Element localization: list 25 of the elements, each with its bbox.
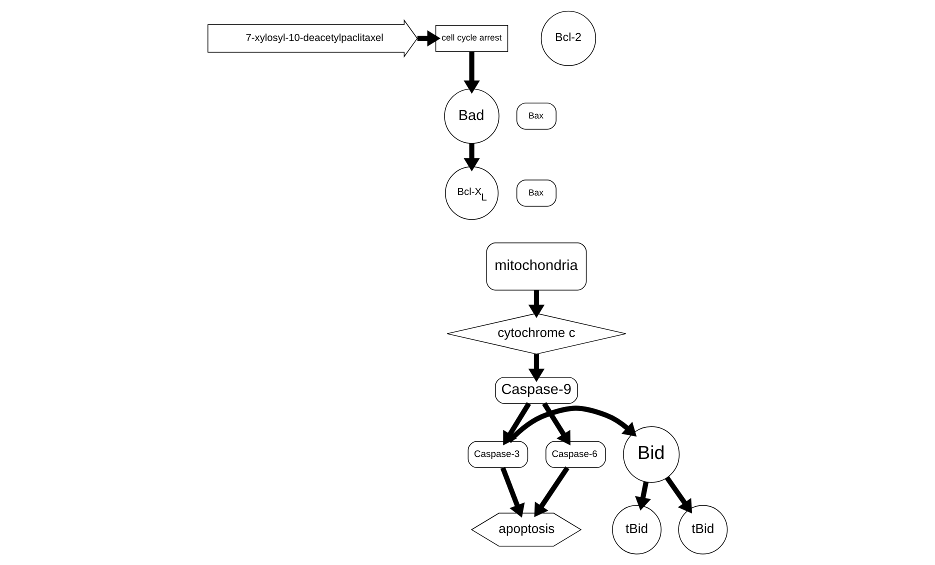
node-box: cell cycle arrest bbox=[435, 24, 508, 52]
node-box: Caspase-6 bbox=[546, 441, 606, 468]
arrow bbox=[500, 466, 525, 518]
arrow bbox=[417, 30, 441, 47]
node-circle: tBid bbox=[678, 504, 728, 554]
arrow bbox=[664, 476, 692, 514]
arrow bbox=[464, 144, 480, 172]
arrow bbox=[507, 406, 637, 444]
node-circle: Bad bbox=[444, 88, 500, 144]
arrow bbox=[534, 466, 570, 518]
node-box: Bax bbox=[516, 180, 556, 207]
arrow bbox=[528, 354, 545, 382]
node-circle: Bid bbox=[623, 426, 680, 483]
node-box: Bax bbox=[516, 102, 556, 130]
arrow bbox=[464, 52, 480, 94]
node-diamond: cytochrome c bbox=[446, 312, 626, 354]
node-circle: tBid bbox=[612, 504, 662, 554]
node-box: Caspase-3 bbox=[468, 441, 528, 468]
arrow bbox=[542, 402, 570, 446]
arrow bbox=[635, 481, 651, 511]
node-box: mitochondria bbox=[486, 242, 587, 290]
node-box: Caspase-9 bbox=[495, 376, 578, 404]
node-circle: Bcl-2 bbox=[540, 10, 596, 66]
arrow bbox=[528, 290, 545, 318]
arrow bbox=[503, 402, 532, 446]
